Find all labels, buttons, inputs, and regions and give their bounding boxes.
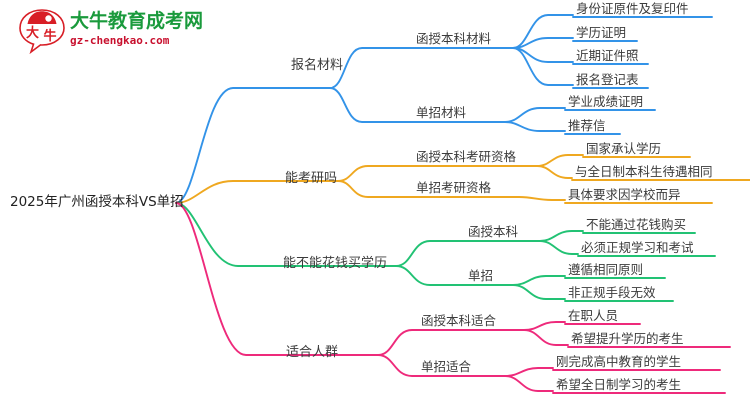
link-green-leaf3: [512, 275, 566, 286]
link-root-blue: [175, 87, 290, 204]
link-orange-leaf2: [536, 165, 573, 179]
branch-node-shiherenqun[interactable]: 适合人群: [286, 345, 339, 360]
link-green-leaf1: [539, 230, 584, 242]
link-root-green: [175, 202, 282, 267]
logo-site-url: gz-chengkao.com: [70, 34, 170, 47]
branch-node-nengkaoyanma[interactable]: 能考研吗: [285, 171, 338, 186]
leaf-node[interactable]: 国家承认学历: [586, 141, 662, 156]
logo-site-name: 大牛教育成考网: [70, 10, 204, 32]
subnode-hanshou-kaoyan-zige[interactable]: 函授本科考研资格: [416, 149, 517, 164]
logo-text: 大牛教育成考网 gz-chengkao.com: [70, 10, 204, 48]
leaf-node[interactable]: 报名登记表: [576, 72, 639, 87]
svg-text:大: 大: [26, 25, 39, 41]
link-root-orange: [175, 180, 284, 204]
leaf-node[interactable]: 必须正规学习和考试: [581, 240, 694, 255]
link-green-leaf4: [512, 284, 566, 300]
subnode-danzhao-shihe[interactable]: 单招适合: [421, 359, 472, 374]
link-green-child2: [395, 265, 464, 286]
logo-mark-icon: 大 牛: [18, 8, 66, 54]
leaf-node[interactable]: 具体要求因学校而异: [568, 187, 681, 202]
link-root-pink: [175, 202, 285, 356]
link-blue-leaf4: [512, 47, 574, 86]
link-pink-child1: [377, 329, 418, 356]
leaf-node[interactable]: 刚完成高中教育的学生: [556, 354, 682, 369]
link-green-child1: [395, 240, 464, 267]
link-pink-leaf4: [504, 375, 554, 392]
leaf-node[interactable]: 学历证明: [576, 25, 627, 40]
link-orange-leaf3: [518, 196, 566, 201]
link-orange-child2: [337, 180, 412, 198]
link-orange-child1: [337, 165, 412, 182]
link-pink-leaf2: [523, 329, 569, 346]
link-blue-leaf1: [512, 14, 574, 49]
link-blue-child2: [329, 87, 412, 123]
svg-text:牛: 牛: [43, 28, 56, 44]
link-green-leaf2: [539, 240, 579, 255]
site-logo[interactable]: 大 牛 大牛教育成考网 gz-chengkao.com: [18, 6, 204, 58]
leaf-node[interactable]: 身份证原件及复印件: [576, 1, 689, 16]
subnode-hanshou-benke-cailiao[interactable]: 函授本科材料: [416, 31, 492, 46]
subnode-hanshou-benke[interactable]: 函授本科: [468, 224, 519, 239]
subnode-hanshou-benke-shihe[interactable]: 函授本科适合: [421, 313, 497, 328]
subnode-danzhao-cailiao[interactable]: 单招材料: [416, 105, 467, 120]
link-pink-leaf1: [523, 321, 566, 331]
leaf-node[interactable]: 与全日制本科生待遇相同: [575, 164, 713, 179]
branch-node-baomingcailiao[interactable]: 报名材料: [291, 58, 344, 73]
leaf-node[interactable]: 推荐信: [568, 118, 606, 133]
mindmap-root-node[interactable]: 2025年广州函授本科VS单招: [10, 194, 184, 210]
leaf-node[interactable]: 希望全日制学习的考生: [556, 377, 682, 392]
leaf-node[interactable]: 希望提升学历的考生: [571, 331, 684, 346]
subnode-danzhao-kaoyan-zige[interactable]: 单招考研资格: [416, 180, 492, 195]
leaf-node[interactable]: 学业成绩证明: [568, 94, 644, 109]
subnode-danzhao[interactable]: 单招: [468, 268, 494, 283]
leaf-node[interactable]: 遵循相同原则: [568, 262, 644, 277]
link-pink-child2: [377, 354, 418, 377]
leaf-node[interactable]: 在职人员: [568, 308, 619, 323]
link-blue-child1: [329, 47, 412, 89]
leaf-node[interactable]: 近期证件照: [576, 48, 639, 63]
link-blue-leaf5: [504, 107, 566, 123]
link-blue-leaf6: [504, 121, 566, 132]
leaf-node[interactable]: 非正规手段无效: [568, 285, 656, 300]
branch-node-huaqianmaixueli[interactable]: 能不能花钱买学历: [283, 256, 388, 271]
link-pink-leaf3: [504, 367, 554, 377]
leaf-node[interactable]: 不能通过花钱购买: [586, 217, 687, 232]
